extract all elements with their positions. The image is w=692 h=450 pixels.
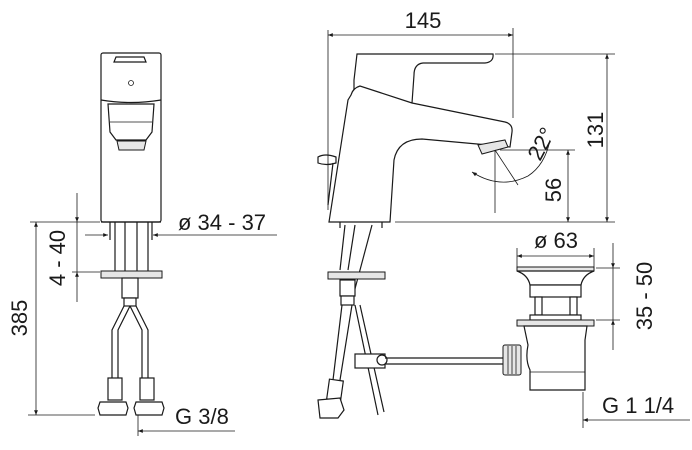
waste-drain [502,266,595,391]
dimension-4-40: 4 - 40 [45,193,100,302]
dimension-385: 385 [7,221,100,416]
dimension-hole-diameter: ø 34 - 37 [85,210,277,237]
dimension-label: ø 34 - 37 [178,210,266,235]
lever-handle [353,53,494,104]
dimension-35-50: 35 - 50 [596,243,657,350]
mounting-plate [327,271,386,280]
side-view-faucet [317,53,513,419]
dimension-label: 4 - 40 [45,230,70,286]
mounting-plate [100,270,163,279]
hose-nut [317,397,345,419]
dimension-label: 145 [405,8,442,33]
dimension-145: 145 [327,8,514,210]
dimension-label: 131 [583,112,608,149]
front-view-faucet [97,52,165,416]
dimension-131: 131 [395,53,615,223]
dimension-label: G 3/8 [175,404,229,429]
dimension-waste-diameter: ø 63 [516,228,595,268]
dimension-g114: G 1 1/4 [582,392,690,428]
popup-knob [317,154,337,166]
faucet-body [328,85,513,223]
dimension-56: 56 [500,149,575,222]
dimension-label: ø 63 [534,228,578,253]
dimension-label: 385 [7,300,32,337]
dimension-label: 56 [541,178,566,202]
spout-aerator [477,139,509,155]
dimension-g38: G 3/8 [137,404,235,436]
dimension-label: 35 - 50 [632,262,657,331]
aerator [116,140,147,151]
hose-nut [97,401,129,416]
hose-nut [133,401,165,416]
screw-icon [128,80,134,86]
dimension-label: 22° [522,123,560,164]
dimension-label: G 1 1/4 [602,393,674,418]
